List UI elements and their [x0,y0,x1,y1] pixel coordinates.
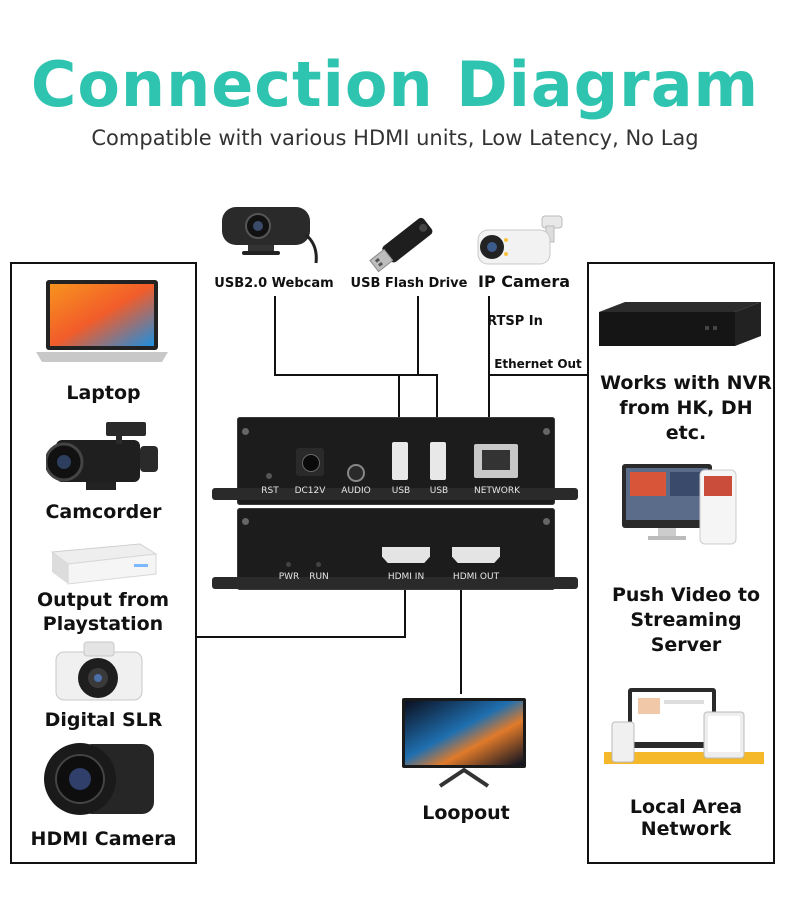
connector-ipcam-vertical [488,296,490,442]
streaming-screens-icon [622,464,737,545]
screw [543,428,550,435]
audio-port[interactable] [347,464,365,482]
port-label-rst: RST [261,486,279,496]
ip-camera-icon [477,215,563,265]
diagram-title: Connection Diagram [30,48,760,121]
port-label-hdmi-out: HDMI OUT [452,572,500,582]
connector-usb1-vertical [398,374,400,442]
port-label-dc12v: DC12V [294,486,326,496]
screw [242,428,249,435]
usb-flash-drive-icon [369,217,433,273]
network-port[interactable] [474,444,518,478]
source-label-laptop: Laptop [66,382,141,404]
connector-hdmi-in-vertical [404,590,406,638]
output-label-streaming: Push Video to Streaming Server [611,584,761,656]
playstation-icon [50,543,158,585]
connector-usb-top-horizontal [274,374,438,376]
diagram-subtitle: Compatible with various HDMI units, Low … [91,126,699,150]
output-label-nvr: Works with NVR from HK, DH etc. [600,372,772,444]
source-label-dslr: Digital SLR [44,709,163,731]
nvr-icon [599,302,761,346]
port-label-audio: AUDIO [341,486,371,496]
hdmi-camera-icon [44,743,154,815]
screw [242,518,249,525]
source-label-playstation: Output from Playstation [36,589,170,635]
output-destinations-panel [587,262,775,864]
screw [543,518,550,525]
lan-devices-icon [604,688,764,764]
connector-usb2-vertical [436,374,438,442]
encoder-bottom-bracket [212,577,578,589]
ethernet-out-label: Ethernet Out [494,357,582,371]
hdmi-out-port[interactable] [452,547,500,563]
port-label-network: NETWORK [473,486,521,496]
dc12v-port[interactable] [296,448,324,476]
port-label-pwr: PWR [278,572,300,582]
dslr-camera-icon [55,641,143,701]
usb-port-1[interactable] [392,442,408,480]
camcorder-icon [46,422,158,490]
encoder-top-bracket [212,488,578,500]
port-label-run: RUN [309,572,329,582]
hdmi-in-port[interactable] [382,547,430,563]
top-device-label-ipcam: IP Camera [478,272,570,291]
loopout-label: Loopout [422,802,510,824]
port-label-hdmi-in: HDMI IN [387,572,425,582]
source-label-camcorder: Camcorder [45,501,162,523]
output-label-lan: Local Area Network [629,796,743,840]
monitor-icon [402,698,526,788]
pwr-led [286,562,291,567]
port-label-usb-1: USB [391,486,411,496]
webcam-icon [222,207,318,264]
run-led [316,562,321,567]
connector-hdmi-in-horizontal [195,636,406,638]
top-device-label-webcam: USB2.0 Webcam [214,276,334,291]
top-device-label-flash: USB Flash Drive [350,276,468,291]
laptop-icon [36,280,168,362]
rtsp-in-label: RTSP In [487,314,543,329]
port-label-usb-2: USB [429,486,449,496]
source-label-hdmi-camera: HDMI Camera [30,828,177,850]
connector-webcam-vertical [274,296,276,376]
connector-hdmi-out-vertical [460,590,462,694]
rst-button[interactable] [266,473,272,479]
usb-port-2[interactable] [430,442,446,480]
connector-ethernet-horizontal [488,374,588,376]
connector-flash-vertical [417,296,419,376]
